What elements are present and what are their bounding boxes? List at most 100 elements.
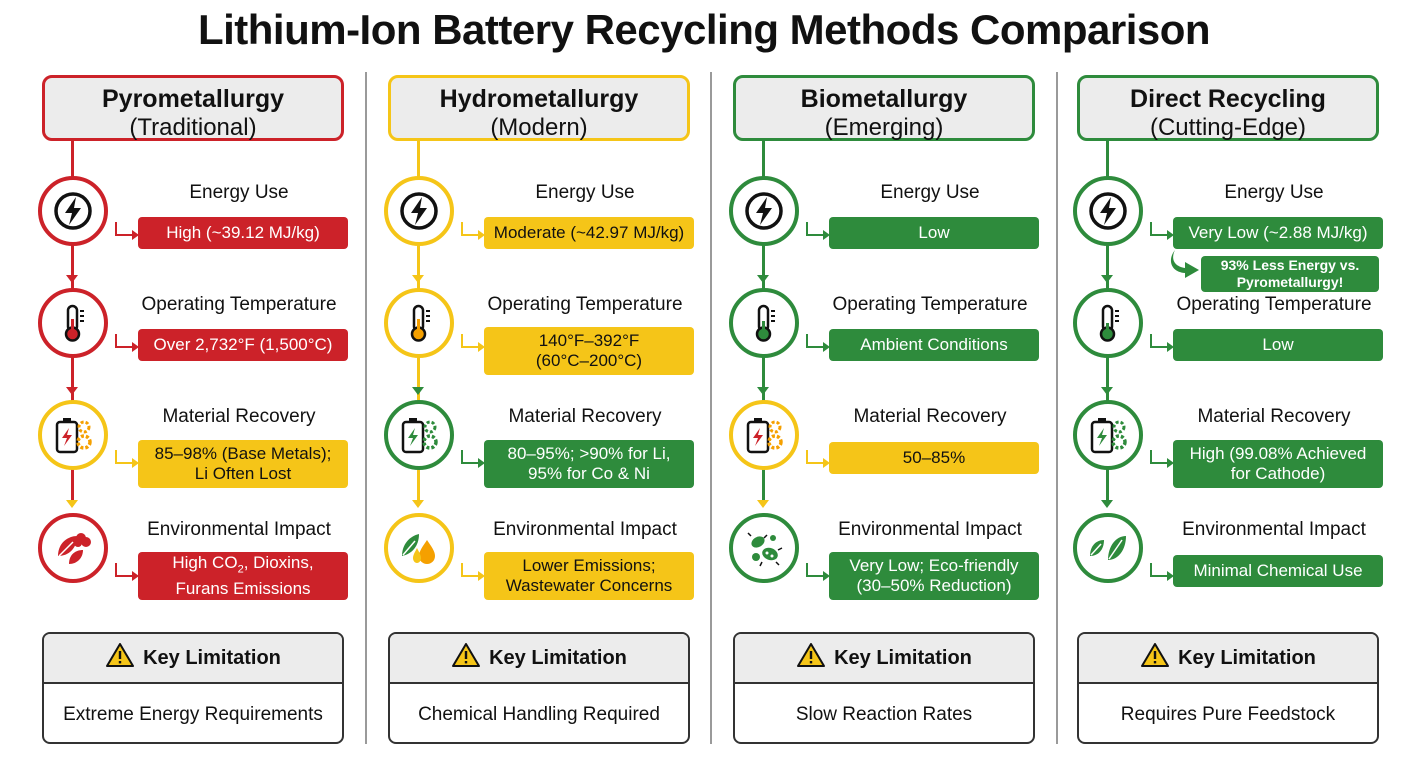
connector-elbow: [461, 334, 485, 352]
connector-elbow: [461, 563, 485, 581]
connector-arrow: [1101, 275, 1113, 283]
temperature-value: Ambient Conditions: [829, 329, 1039, 361]
column-pyrometallurgy: Pyrometallurgy (Traditional) Energy Use …: [38, 72, 348, 752]
energy-label: Energy Use: [1224, 182, 1324, 203]
connector-elbow: [1150, 563, 1174, 581]
lightning-icon: [384, 176, 454, 246]
impact-label: Environmental Impact: [838, 519, 1022, 540]
leaf-smoke-icon: [38, 513, 108, 583]
connector-arrow: [412, 500, 424, 508]
temperature-value: 140°F–392°F(60°C–200°C): [484, 327, 694, 375]
impact-value: Very Low; Eco-friendly(30–50% Reduction): [829, 552, 1039, 600]
limitation-header: Key Limitation: [390, 634, 688, 684]
impact-label: Environmental Impact: [1182, 519, 1366, 540]
impact-value: Minimal Chemical Use: [1173, 555, 1383, 587]
impact-value: High CO2, Dioxins,Furans Emissions: [138, 552, 348, 600]
limitation-header: Key Limitation: [44, 634, 342, 684]
thermometer-icon: [38, 288, 108, 358]
key-limitation-box: Key Limitation Requires Pure Feedstock: [1077, 632, 1379, 744]
connector-elbow: [1150, 334, 1174, 352]
thermometer-icon: [729, 288, 799, 358]
energy-value: Very Low (~2.88 MJ/kg): [1173, 217, 1383, 249]
connector-elbow: [806, 222, 830, 240]
method-name: Biometallurgy: [800, 85, 968, 113]
column-divider: [710, 72, 712, 744]
connector-elbow: [115, 334, 139, 352]
connector-arrow: [66, 387, 78, 395]
energy-value: High (~39.12 MJ/kg): [138, 217, 348, 249]
limitation-header: Key Limitation: [735, 634, 1033, 684]
method-name: Hydrometallurgy: [439, 85, 639, 113]
warning-icon: [796, 642, 826, 674]
recovery-label: Material Recovery: [162, 406, 316, 427]
connector-elbow: [461, 222, 485, 240]
method-name: Direct Recycling: [1130, 85, 1326, 113]
method-header: Pyrometallurgy (Traditional): [42, 75, 344, 141]
key-limitation-box: Key Limitation Chemical Handling Require…: [388, 632, 690, 744]
limitation-text: Slow Reaction Rates: [795, 704, 973, 725]
temperature-label: Operating Temperature: [141, 294, 337, 315]
method-name: Pyrometallurgy: [101, 85, 284, 113]
battery-gear-icon: [38, 400, 108, 470]
connector-elbow: [115, 450, 139, 468]
energy-savings-callout: 93% Less Energy vs.Pyrometallurgy!: [1201, 256, 1379, 292]
impact-label: Environmental Impact: [147, 519, 331, 540]
energy-value: Low: [829, 217, 1039, 249]
impact-value: Lower Emissions;Wastewater Concerns: [484, 552, 694, 600]
method-header: Direct Recycling (Cutting-Edge): [1077, 75, 1379, 141]
lightning-icon: [1073, 176, 1143, 246]
connector-arrow: [412, 275, 424, 283]
column-divider: [365, 72, 367, 744]
temperature-label: Operating Temperature: [832, 294, 1028, 315]
battery-gear-icon: [1073, 400, 1143, 470]
energy-label: Energy Use: [535, 182, 635, 203]
limitation-text: Extreme Energy Requirements: [63, 704, 323, 725]
recovery-label: Material Recovery: [853, 406, 1007, 427]
recovery-label: Material Recovery: [508, 406, 662, 427]
connector-elbow: [806, 563, 830, 581]
limitation-text: Chemical Handling Required: [418, 704, 660, 725]
thermometer-icon: [384, 288, 454, 358]
column-hydrometallurgy: Hydrometallurgy (Modern) Energy Use Mode…: [384, 72, 694, 752]
temperature-label: Operating Temperature: [487, 294, 683, 315]
column-direct-recycling: Direct Recycling (Cutting-Edge) Energy U…: [1073, 72, 1383, 752]
recovery-value: 80–95%; >90% for Li,95% for Co & Ni: [484, 440, 694, 488]
connector-elbow: [806, 450, 830, 468]
connector-elbow: [115, 222, 139, 240]
lightning-icon: [729, 176, 799, 246]
leaf-drop-icon: [384, 513, 454, 583]
battery-gear-icon: [729, 400, 799, 470]
warning-icon: [1140, 642, 1170, 674]
lightning-icon: [38, 176, 108, 246]
callout-arrow-icon: [1170, 250, 1199, 278]
connector-arrow: [66, 275, 78, 283]
connector-arrow: [1101, 500, 1113, 508]
key-limitation-box: Key Limitation Slow Reaction Rates: [733, 632, 1035, 744]
recovery-value: 85–98% (Base Metals);Li Often Lost: [138, 440, 348, 488]
temperature-label: Operating Temperature: [1176, 294, 1372, 315]
column-divider: [1056, 72, 1058, 744]
energy-label: Energy Use: [880, 182, 980, 203]
key-limitation-box: Key Limitation Extreme Energy Requiremen…: [42, 632, 344, 744]
column-biometallurgy: Biometallurgy (Emerging) Energy Use Low …: [729, 72, 1039, 752]
warning-icon: [105, 642, 135, 674]
page-title: Lithium-Ion Battery Recycling Methods Co…: [197, 6, 1211, 53]
battery-gear-icon: [384, 400, 454, 470]
method-type: (Modern): [490, 114, 588, 141]
connector-arrow: [1101, 387, 1113, 395]
method-header: Hydrometallurgy (Modern): [388, 75, 690, 141]
limitation-header: Key Limitation: [1079, 634, 1377, 684]
method-type: (Traditional): [129, 114, 257, 141]
connector-elbow: [1150, 450, 1174, 468]
connector-arrow: [412, 387, 424, 395]
temperature-value: Low: [1173, 329, 1383, 361]
temperature-value: Over 2,732°F (1,500°C): [138, 329, 348, 361]
connector-elbow: [1150, 222, 1174, 240]
impact-label: Environmental Impact: [493, 519, 677, 540]
limitation-text: Requires Pure Feedstock: [1120, 704, 1336, 725]
warning-icon: [451, 642, 481, 674]
connector-arrow: [66, 500, 78, 508]
connector-elbow: [806, 334, 830, 352]
leaf-icon: [1073, 513, 1143, 583]
